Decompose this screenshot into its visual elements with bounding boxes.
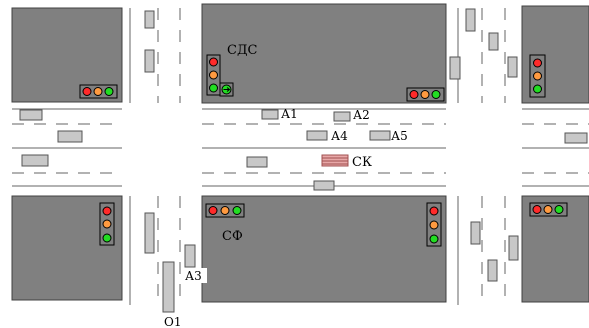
label-a5: А5 [391,129,408,143]
label-o1: О1 [164,315,181,328]
label-a1: А1 [281,107,298,121]
label-bg [183,268,207,283]
traffic-light-icon [79,84,118,99]
car [449,56,461,80]
car [507,56,518,78]
vertical-road-markings [129,8,506,305]
green-arrow-icon [219,82,234,97]
label-sf: СФ [222,229,243,244]
traffic-light-icon [406,87,445,102]
car [564,132,588,144]
traffic-light-icon [205,203,245,218]
car [144,49,155,73]
traffic-light-icon [99,202,115,246]
traffic-light-icon [206,54,221,96]
car [470,221,481,245]
car [19,109,43,121]
car [144,10,155,29]
car [487,259,498,282]
label-a3: А3 [185,269,202,283]
car [508,235,519,261]
car-a3 [184,244,196,268]
block-top-center [201,3,447,104]
label-a4: А4 [331,129,348,143]
car [313,180,335,191]
car [488,32,499,51]
label-a2: А2 [353,108,370,122]
traffic-light-icon [529,54,546,98]
car-a5 [369,130,391,141]
label-sk: СК [352,155,372,170]
car-a1 [261,109,279,120]
car-a4 [306,130,328,141]
label-sds: СДС [227,43,258,58]
car [57,130,83,143]
car-a2 [333,111,351,122]
car-o1 [162,261,175,313]
traffic-light-icon [426,202,442,247]
car [21,154,49,167]
car [246,156,268,168]
horizontal-road-markings [12,108,589,187]
car [144,212,155,254]
car [465,8,476,32]
traffic-light-icon [529,202,568,217]
